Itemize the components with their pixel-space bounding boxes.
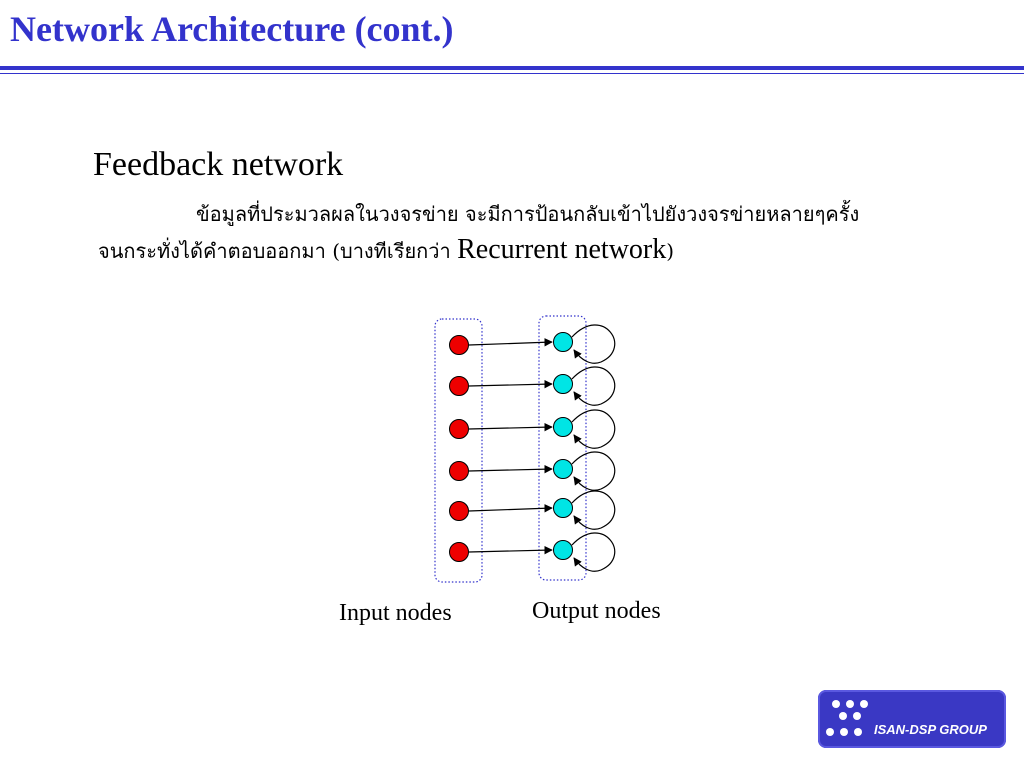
connection-edge [468,338,553,347]
description-line-1: ข้อมูลที่ประมวลผลในวงจรข่าย จะมีการป้อนก… [196,202,860,226]
input-node [449,501,469,521]
slide-title: Network Architecture (cont.) [10,9,454,49]
recurrent-network-term: Recurrent network [457,234,667,265]
description-line-2-text: จนกระทั่งได้คำตอบออกมา (บางทีเรียกว่า [98,239,458,263]
connection-edge [468,422,553,432]
feedback-loop [571,451,616,491]
output-node [553,332,573,352]
output-nodes-label: Output nodes [532,598,661,624]
feedback-loop [571,366,616,406]
feedback-loop [571,324,616,364]
output-node [553,417,573,437]
input-node [449,376,469,396]
isan-dsp-logo: ISAN-DSP GROUP [818,690,1006,748]
description-line-2: จนกระทั่งได้คำตอบออกมา (บางทีเรียกว่า Re… [98,234,674,267]
section-heading: Feedback network [93,146,344,183]
output-node [553,459,573,479]
connection-edge [468,545,553,555]
logo-text: ISAN-DSP GROUP [874,722,987,737]
input-node [449,419,469,439]
connection-edge [468,464,553,474]
feedback-loop [571,409,616,449]
title-underline-thin [0,73,1024,74]
feedback-loop [571,532,616,572]
description-line-2-close: ) [666,239,675,263]
input-node [449,542,469,562]
input-group-box [434,318,483,583]
input-node [449,335,469,355]
logo-dots-icon [826,696,876,742]
title-underline [0,66,1024,70]
output-group-box [538,315,587,581]
output-node [553,540,573,560]
connection-edge [468,379,553,389]
input-nodes-label: Input nodes [339,600,452,626]
output-node [553,498,573,518]
connection-edge [468,504,553,513]
input-node [449,461,469,481]
output-node [553,374,573,394]
feedback-loop [571,490,616,530]
